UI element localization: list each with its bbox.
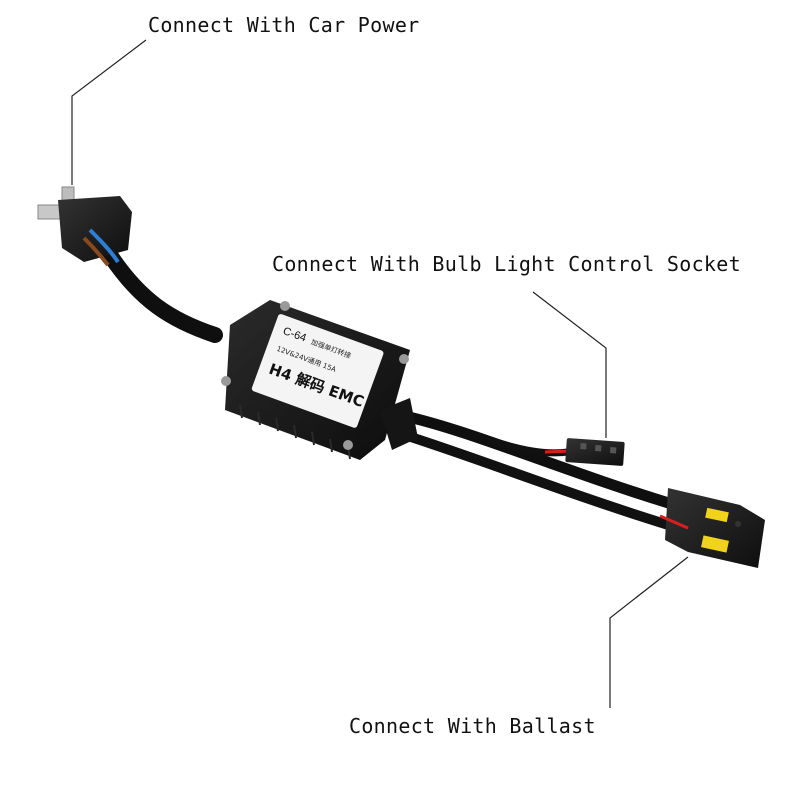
ballast-connector bbox=[659, 488, 765, 568]
cable-power bbox=[102, 247, 223, 343]
cable-to-ballast-a bbox=[394, 409, 681, 511]
module-label-sticker bbox=[251, 314, 384, 428]
cable-to-ballast-b bbox=[390, 427, 683, 533]
callout-bulb-socket: Connect With Bulb Light Control Socket bbox=[272, 252, 741, 276]
h4-plug bbox=[37, 186, 132, 267]
cable-grommet bbox=[380, 398, 418, 450]
callout-car-power: Connect With Car Power bbox=[148, 13, 420, 37]
light-control-socket bbox=[565, 438, 625, 466]
callout-ballast: Connect With Ballast bbox=[349, 714, 596, 738]
leader-line-ballast bbox=[609, 556, 689, 708]
canbus-module: C-64 加强单灯转接 12V&24V通用 15A H4 解码 EMC bbox=[221, 300, 410, 460]
leader-lines bbox=[71, 39, 689, 708]
leader-line-car-power bbox=[71, 39, 147, 185]
leader-line-bulb-socket bbox=[532, 291, 607, 438]
